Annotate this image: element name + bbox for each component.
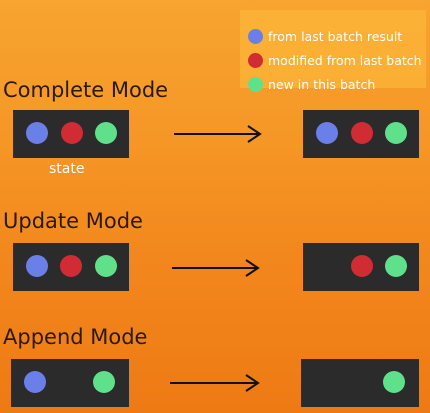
green-dot-icon bbox=[95, 255, 117, 277]
complete-mode-output-box bbox=[303, 110, 419, 158]
complete-mode-title: Complete Mode bbox=[3, 78, 169, 102]
green-dot-icon bbox=[95, 122, 117, 144]
blue-dot-icon bbox=[24, 371, 46, 393]
arrow-right-icon bbox=[172, 259, 260, 277]
green-dot-icon bbox=[383, 371, 405, 393]
red-dot-icon bbox=[351, 255, 373, 277]
legend-item-last-batch: from last batch result bbox=[248, 27, 402, 45]
append-mode-title: Append Mode bbox=[3, 325, 148, 349]
legend-item-modified: modified from last batch bbox=[248, 51, 422, 69]
red-dot-icon bbox=[60, 255, 82, 277]
blue-dot-icon bbox=[26, 122, 48, 144]
red-dot-icon bbox=[61, 122, 83, 144]
green-dot-icon bbox=[248, 76, 263, 92]
complete-mode-input-box bbox=[13, 110, 129, 158]
update-mode-output-box bbox=[303, 243, 419, 291]
update-mode-title: Update Mode bbox=[3, 209, 143, 233]
legend-label: new in this batch bbox=[268, 76, 376, 92]
update-mode-input-box bbox=[13, 243, 129, 291]
legend-label: modified from last batch bbox=[268, 52, 422, 68]
green-dot-icon bbox=[93, 371, 115, 393]
blue-dot-icon bbox=[316, 122, 338, 144]
green-dot-icon bbox=[385, 122, 407, 144]
blue-dot-icon bbox=[248, 28, 263, 44]
red-dot-icon bbox=[248, 52, 263, 68]
arrow-right-icon bbox=[174, 125, 262, 143]
red-dot-icon bbox=[351, 122, 373, 144]
state-label: state bbox=[49, 161, 85, 177]
legend-label: from last batch result bbox=[268, 28, 403, 44]
legend: from last batch result modified from las… bbox=[240, 10, 426, 92]
append-mode-input-box bbox=[11, 359, 129, 407]
blue-dot-icon bbox=[26, 255, 48, 277]
green-dot-icon bbox=[385, 255, 407, 277]
arrow-right-icon bbox=[170, 374, 260, 392]
append-mode-output-box bbox=[301, 359, 419, 407]
legend-item-new: new in this batch bbox=[248, 75, 375, 93]
